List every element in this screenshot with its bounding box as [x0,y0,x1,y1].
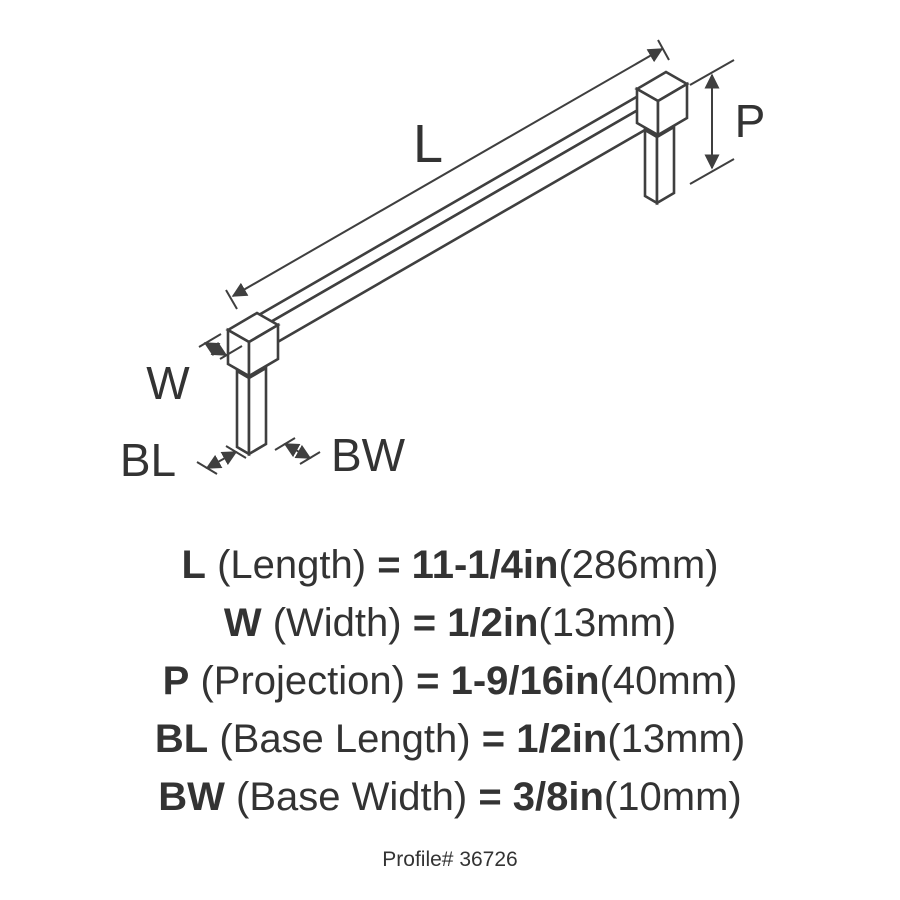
spec-value: 1/2in [447,601,539,645]
dimension-label-BL: BL [120,434,176,486]
dimension-P: P [689,59,766,185]
handle-right-cap [634,70,690,138]
spec-row-width: W (Width) = 1/2in(13mm) [0,594,900,652]
spec-abbr: W [223,601,262,645]
spec-equals: = [377,543,401,587]
spec-metric: (10mm) [603,775,742,819]
spec-value: 3/8in [512,775,604,819]
dimension-label-W: W [146,357,190,409]
spec-row-base-width: BW (Base Width) = 3/8in(10mm) [0,768,900,826]
dimension-label-BW: BW [331,429,406,481]
handle-left-cap [225,311,281,379]
spec-abbr: BW [158,775,225,819]
spec-name: (Width) [272,601,402,645]
spec-abbr: L [181,543,206,587]
dimension-BL: BL [120,434,247,486]
spec-value: 1/2in [516,717,608,761]
spec-abbr: BL [154,717,209,761]
spec-row-length: L (Length) = 11-1/4in(286mm) [0,536,900,594]
profile-number: Profile# 36726 [382,848,518,871]
spec-value: 11-1/4in [411,543,559,587]
spec-row-projection: P (Projection) = 1-9/16in(40mm) [0,652,900,710]
spec-name: (Base Width) [236,775,468,819]
handle-right-foot [643,124,676,206]
handle-left-foot [235,365,268,457]
dimension-label-P: P [735,95,766,147]
dimension-W: W [146,333,243,409]
spec-equals: = [412,601,437,645]
spec-metric: (13mm) [538,601,677,645]
dimension-label-L: L [413,114,443,174]
spec-metric: (286mm) [558,543,719,587]
handle-dimension-diagram: L P W BL BW [120,39,766,486]
spec-name: (Base Length) [219,717,471,761]
spec-name: (Projection) [200,659,405,703]
spec-name: (Length) [217,543,367,587]
spec-metric: (13mm) [607,717,746,761]
spec-abbr: P [162,659,190,703]
dimension-L: L [225,39,670,310]
spec-equals: = [481,717,506,761]
spec-row-base-length: BL (Base Length) = 1/2in(13mm) [0,710,900,768]
spec-equals: = [416,659,440,703]
handle-bar [247,90,660,354]
dimension-BW: BW [274,429,406,481]
spec-metric: (40mm) [599,659,738,703]
spec-list: L (Length) = 11-1/4in(286mm) W (Width) =… [0,536,900,826]
spec-value: 1-9/16in [450,659,600,703]
spec-equals: = [478,775,502,819]
